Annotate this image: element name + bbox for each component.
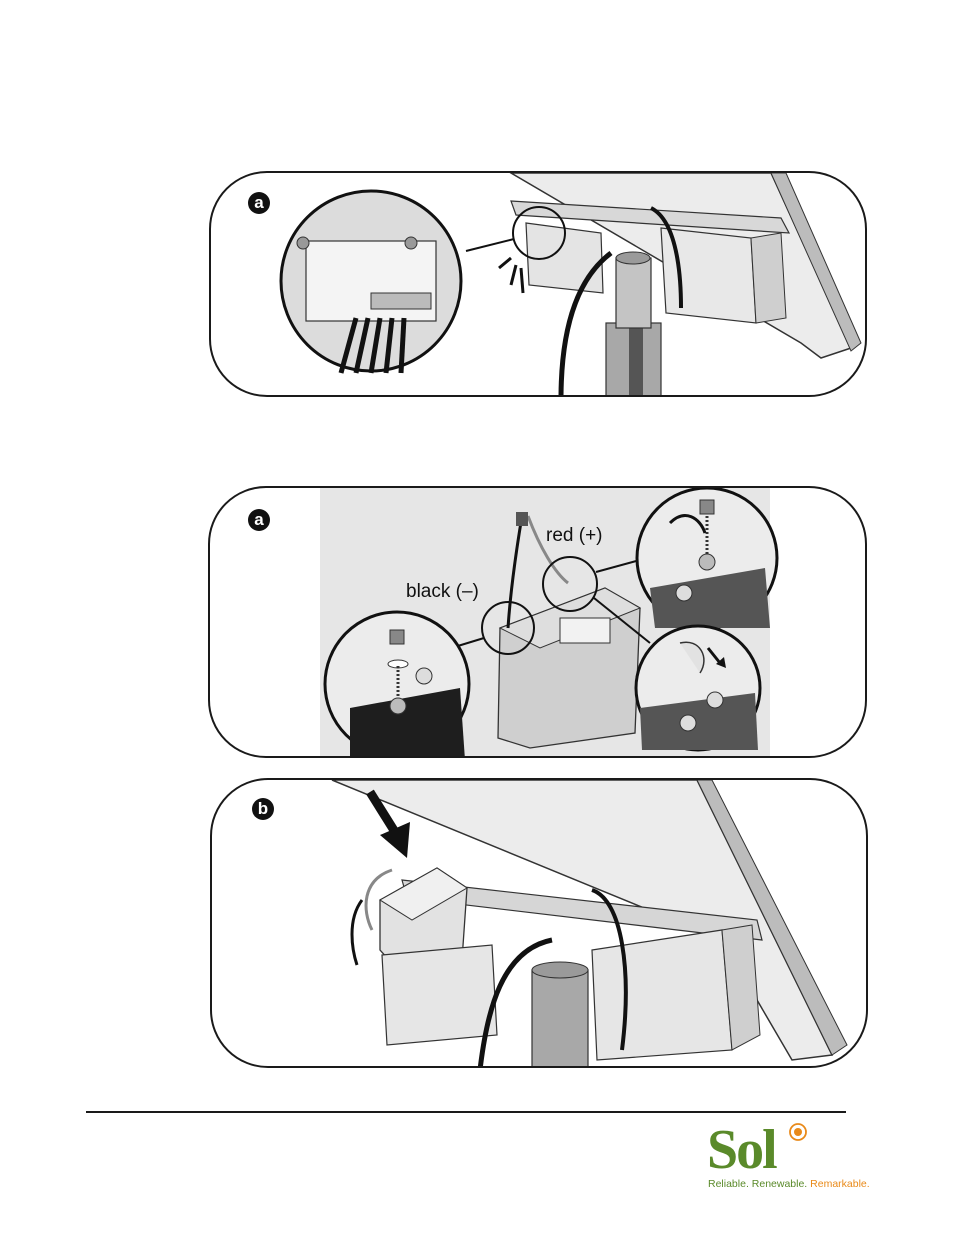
step-badge: b xyxy=(252,798,274,820)
sol-logo: Sol Reliable. Renewable. Remarkable. xyxy=(700,1118,850,1193)
sun-logo-icon xyxy=(788,1122,808,1142)
logo-wordmark: Sol xyxy=(707,1120,776,1180)
logo-tagline: Reliable. Renewable. Remarkable. xyxy=(708,1178,870,1190)
illustration-panel-battery-install: b xyxy=(210,778,868,1068)
step-badge: a xyxy=(248,509,270,531)
controller-mount-drawing xyxy=(211,173,867,397)
battery-wiring-drawing xyxy=(210,488,867,758)
footer-divider xyxy=(86,1111,846,1113)
step-badge: a xyxy=(248,192,270,214)
illustration-panel-controller: a xyxy=(209,171,867,397)
black-negative-label: black (–) xyxy=(406,581,479,603)
battery-install-drawing xyxy=(212,780,868,1068)
tagline-part2: Remarkable. xyxy=(810,1178,870,1190)
red-positive-label: red (+) xyxy=(546,525,603,547)
tagline-part1: Reliable. Renewable. xyxy=(708,1178,810,1190)
illustration-panel-battery-wiring: a red (+) black (–) xyxy=(208,486,867,758)
